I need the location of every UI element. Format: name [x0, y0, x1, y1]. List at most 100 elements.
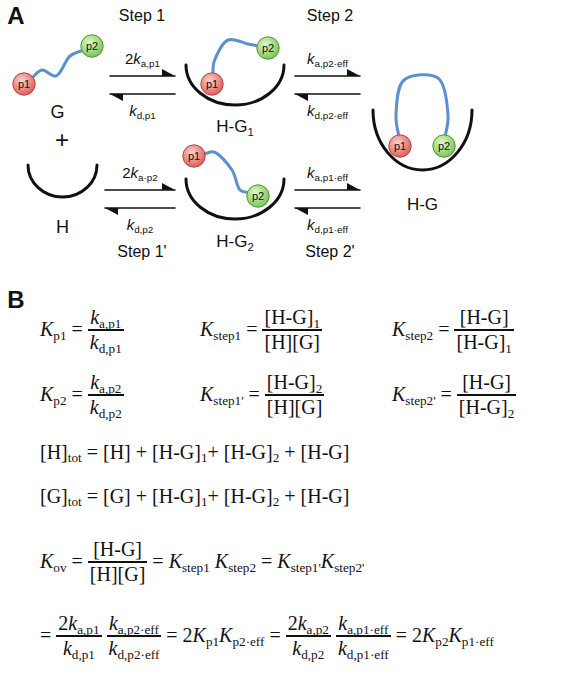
text-run: d,p2·eff [315, 110, 348, 121]
text-run: ] [61, 485, 68, 507]
equation-term: kd,p1·eff [336, 637, 391, 660]
text-run: a,p1·eff [315, 172, 348, 183]
text-run: K [277, 550, 290, 572]
text-run: a,p1 [99, 316, 121, 331]
equation-term: 2ka,p2 [286, 612, 331, 635]
text-run: = [264, 624, 280, 646]
site-circle [201, 73, 223, 95]
text-run: p1 [188, 150, 200, 162]
text-run: = [40, 624, 51, 646]
equation: Kov =[H-G][H][G]= Kstep1 Kstep2 = Kstep1… [40, 538, 364, 585]
equation-part: [G]tot = [G] + [H-G]1+ [H-G]2 + [H-G] [40, 485, 349, 508]
text-run: d,p2 [99, 406, 122, 421]
text-run: G [234, 232, 247, 251]
site-label: p1 [18, 78, 30, 91]
text-run: [G [40, 485, 61, 507]
text-run: K [392, 383, 405, 405]
text-run: k [109, 637, 118, 659]
text-run: p2 [252, 190, 264, 202]
text-run: A [7, 2, 24, 29]
text-run: + [55, 126, 69, 153]
text-run: p1 [18, 78, 30, 90]
binding-site: p2 [80, 34, 104, 58]
host-shape [360, 55, 485, 215]
text-run: K [40, 383, 53, 405]
linker-chain [396, 75, 448, 134]
text-run: step1 [182, 560, 210, 575]
fraction-bar [265, 394, 325, 395]
equation: Kp2 =ka,p2kd,p2 [40, 371, 124, 418]
host-cavity: H [20, 158, 105, 238]
text-run: ] [266, 485, 273, 507]
label-holder: Step 1' [117, 243, 166, 261]
text-run: k [109, 612, 118, 634]
equation-term: Kp1 = [40, 318, 83, 341]
text-run: [H-G] [93, 538, 142, 560]
text-run: [H-G [459, 396, 501, 418]
text-run: k [307, 102, 315, 119]
text-run: = [256, 550, 277, 572]
text-run: 1 [505, 341, 512, 356]
equation-term: = 2Kp1Kp2·eff = [166, 624, 280, 647]
label-holder: A [7, 2, 24, 30]
text-run: = [244, 383, 260, 405]
text-run: K [169, 550, 182, 572]
equation-part: Kstep1 = [200, 318, 257, 341]
step-label: Step 2 [307, 7, 353, 25]
rate-constant: kd,p1·eff [307, 216, 348, 233]
text-run: K [422, 624, 435, 646]
text-run: d,p2·eff [117, 647, 159, 662]
step-label: Step 1' [117, 243, 166, 261]
equation-term: Kov = [40, 550, 83, 573]
text-run: H- [216, 232, 234, 251]
binding-site: p1 [12, 72, 36, 96]
rate-constant: 2ka,p1 [125, 50, 160, 67]
text-run: ] [61, 441, 68, 463]
text-run: 2 [288, 612, 298, 634]
guest-molecule: Gp1p2 [5, 28, 110, 123]
text-run: [H-G [267, 371, 309, 393]
text-run: H-G [407, 195, 438, 214]
step-label: Step 2' [305, 243, 354, 261]
label-holder: Step 2 [307, 7, 353, 25]
fraction: ka,p2kd,p2 [88, 371, 124, 418]
text-run: = [241, 318, 257, 340]
rate-constant: kd,p2 [127, 216, 154, 233]
text-run: [H][G] [264, 331, 320, 353]
text-run: K [392, 318, 405, 340]
text-run: ] [499, 331, 506, 353]
site-label: p1 [188, 150, 200, 163]
text-run: [H][G] [90, 563, 146, 585]
equation-part: Kstep2 = [392, 318, 449, 341]
text-run: = [H] + [H-G [82, 441, 195, 463]
equation-term: kd,p1 [61, 637, 97, 660]
equation-term: [H][G] [88, 563, 148, 586]
binding-site: p2 [432, 134, 456, 158]
fraction: 2ka,p1kd,p1 [56, 612, 101, 659]
text-run: k [338, 612, 347, 634]
fraction-bar [88, 561, 148, 562]
equation-term: [H-G] [460, 371, 513, 394]
species-label: H-G2 [216, 232, 253, 252]
equation-term: Kstep2 = [392, 318, 449, 341]
equation-term: [H]tot = [H] + [H-G]1+ [H-G]2 + [H-G] [40, 441, 349, 464]
label-holder: 2ka,p1 [125, 50, 160, 67]
site-label: p1 [206, 78, 218, 91]
text-run: a·p2 [138, 172, 158, 183]
site-circle [389, 135, 411, 157]
text-run: k [90, 306, 99, 328]
equation: [G]tot = [G] + [H-G]1+ [H-G]2 + [H-G] [40, 485, 349, 508]
text-run: K [40, 550, 53, 572]
binding-site: p1 [388, 134, 412, 158]
fraction: ka,p1·effkd,p1·eff [336, 612, 391, 659]
host-cavity-outline [186, 179, 284, 219]
text-run: p1·eff [462, 634, 494, 649]
label-holder: 2ka·p2 [122, 164, 158, 181]
binding-site: p2 [246, 184, 270, 208]
text-run: tot [68, 450, 82, 465]
rate-arrow [105, 207, 175, 209]
text-run: k [307, 50, 315, 67]
label-holder: Step 2' [305, 243, 354, 261]
text-run: + [H-G [208, 441, 267, 463]
rate-arrow [110, 93, 175, 95]
